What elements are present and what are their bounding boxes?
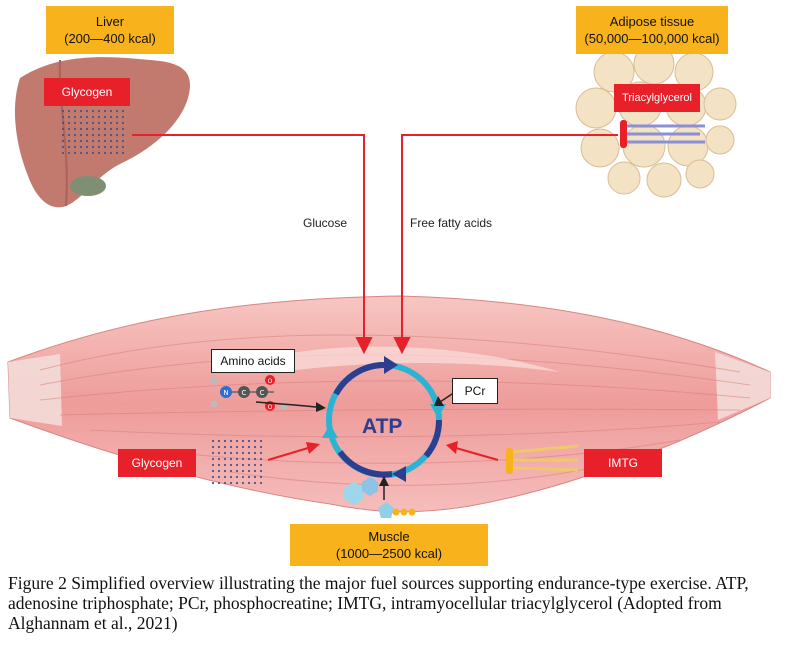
glucose-flow xyxy=(132,134,373,355)
glycogen-arrowhead xyxy=(306,442,320,454)
muscle-kcal: (1000—2500 kcal) xyxy=(335,546,443,561)
amino-acid-arrowhead xyxy=(316,402,326,412)
tendon-left xyxy=(8,354,62,426)
pcr-arrowhead xyxy=(434,396,444,406)
phosphate-arrowhead xyxy=(379,476,389,486)
phosphate-compounds xyxy=(344,477,416,518)
adipose-title: Adipose tissue xyxy=(609,14,695,29)
imtg-tag: IMTG xyxy=(584,449,662,477)
atom-o2: O xyxy=(268,404,273,411)
muscle-label: Muscle (1000—2500 kcal) xyxy=(290,524,488,566)
fuel-diagram: N C C O O xyxy=(7,6,771,566)
adipose-label: Adipose tissue (50,000—100,000 kcal) xyxy=(576,6,728,54)
imtg-molecule xyxy=(506,444,579,474)
ffa-flow xyxy=(393,134,618,355)
pcr-label: PCr xyxy=(452,378,498,404)
ffa-label: Free fatty acids xyxy=(410,216,493,230)
tendon-right xyxy=(715,352,770,420)
atom-c2: C xyxy=(260,389,265,397)
liver-label: Liver (200—400 kcal) xyxy=(46,6,174,54)
amino-acids-label: Amino acids xyxy=(211,349,295,373)
imtg-arrow xyxy=(455,447,499,461)
atp-cycle xyxy=(322,356,446,482)
atp-label: ATP xyxy=(362,415,403,438)
adipose-illustration xyxy=(575,43,737,198)
imtg-arrowhead xyxy=(446,441,458,454)
muscle-glycogen-granule xyxy=(208,436,266,488)
atom-c1: C xyxy=(242,389,247,397)
adipose-kcal: (50,000—100,000 kcal) xyxy=(584,31,720,46)
triacylglycerol-molecule xyxy=(620,120,705,148)
figure-caption: Figure 2 Simplified overview illustratin… xyxy=(8,573,749,633)
liver-glycogen-tag: Glycogen xyxy=(44,78,130,106)
atom-n: N xyxy=(223,389,228,397)
glycogen-arrow xyxy=(267,447,309,461)
liver-title: Liver xyxy=(95,14,125,29)
triacylglycerol-tag: Triacylglycerol xyxy=(614,84,700,112)
muscle-glycogen-tag: Glycogen xyxy=(118,449,196,477)
atom-o1: O xyxy=(268,378,273,385)
diagram-graphics: N C C O O xyxy=(7,43,771,518)
glucose-label: Glucose xyxy=(303,216,348,230)
amino-acid-arrow xyxy=(255,401,317,408)
muscle-highlight xyxy=(280,346,560,372)
muscle-body xyxy=(7,295,771,513)
muscle-title: Muscle xyxy=(368,529,410,544)
liver-kcal: (200—400 kcal) xyxy=(64,31,156,46)
